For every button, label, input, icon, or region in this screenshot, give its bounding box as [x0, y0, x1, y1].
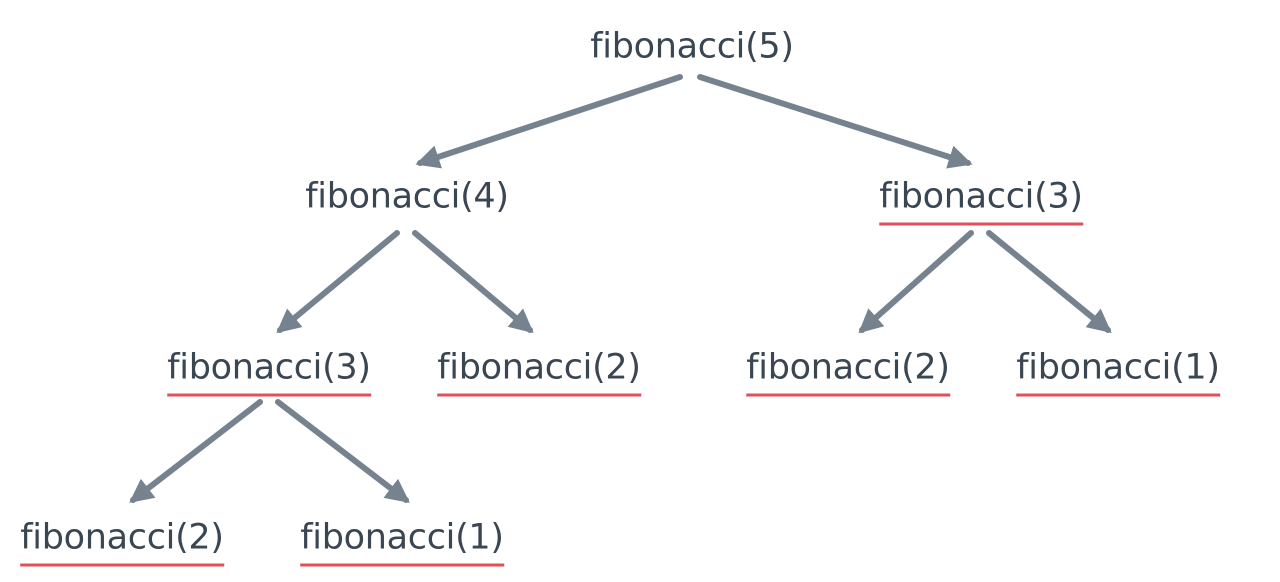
- edge-n4-to-n2a: [412, 230, 534, 334]
- node-fibonacci-2-a: fibonacci(2): [437, 350, 641, 397]
- node-fibonacci-1-a: fibonacci(1): [1016, 350, 1220, 397]
- edge-n5-to-n3a: [697, 74, 973, 169]
- node-fibonacci-3-left: fibonacci(3): [167, 350, 371, 397]
- node-fibonacci-5: fibonacci(5): [590, 26, 794, 67]
- node-fibonacci-2-b: fibonacci(2): [746, 350, 950, 397]
- edge-n5-to-n4: [415, 74, 683, 169]
- edge-n3a-to-n2b: [858, 230, 974, 334]
- edge-n4-to-n3b: [276, 230, 400, 334]
- edge-n3b-to-n1b: [275, 399, 410, 503]
- edge-n3b-to-n2c: [129, 399, 263, 503]
- node-fibonacci-4: fibonacci(4): [305, 176, 509, 217]
- edge-n3a-to-n1a: [986, 230, 1112, 334]
- node-fibonacci-2-c: fibonacci(2): [20, 520, 224, 567]
- node-fibonacci-1-b: fibonacci(1): [300, 520, 504, 567]
- node-fibonacci-3-right: fibonacci(3): [879, 179, 1083, 226]
